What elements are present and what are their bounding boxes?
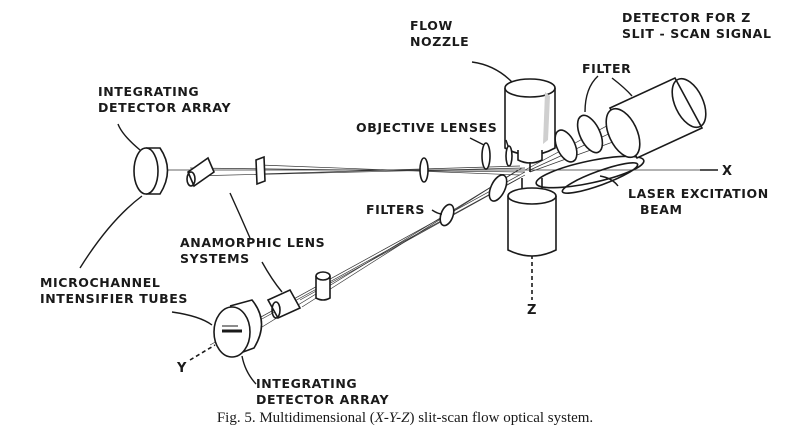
diagram-drawing: FLOW NOZZLE DETECTOR FOR Z SLIT - SCAN S… [40, 10, 772, 407]
top-detector-array [133, 147, 169, 195]
label-top-integrating-array: INTEGRATING DETECTOR ARRAY [98, 84, 231, 115]
label-objective-lenses: OBJECTIVE LENSES [356, 120, 497, 135]
label-systems: SYSTEMS [180, 251, 250, 266]
label-microchannel: MICROCHANNEL INTENSIFIER TUBES [40, 275, 188, 306]
label-filters: FILTERS [366, 202, 425, 217]
label-beam: BEAM [640, 202, 683, 217]
bottom-detector-array [213, 299, 263, 358]
label-flow-nozzle: FLOW NOZZLE [410, 18, 469, 49]
label-intensifier-tubes: INTENSIFIER TUBES [40, 291, 188, 306]
z-filters [554, 114, 604, 163]
label-microchannel-line1: MICROCHANNEL [40, 275, 160, 290]
x-anamorphic-lens [186, 155, 266, 188]
caption-axes: X-Y-Z [374, 410, 410, 426]
x-filter-lens [419, 157, 429, 183]
label-integrating-bottom: INTEGRATING [256, 376, 357, 391]
y-axis-line [189, 344, 216, 361]
y-axis-beam [209, 167, 526, 346]
figure-caption: Fig. 5. Multidimensional (X-Y-Z) slit-sc… [0, 410, 810, 427]
label-axis-x: X [722, 164, 732, 179]
y-filter-lens [439, 203, 455, 227]
laser-beam [535, 155, 645, 194]
label-filter: FILTER [582, 61, 631, 76]
label-detector-array-bottom: DETECTOR ARRAY [256, 392, 389, 407]
label-laser: LASER EXCITATION BEAM [628, 186, 769, 217]
caption-suffix: ) slit-scan flow optical system. [409, 410, 594, 426]
label-anamorphic-lens: ANAMORPHIC LENS [180, 235, 325, 250]
label-axis-z: Z [527, 303, 536, 318]
label-anamorphic: ANAMORPHIC LENS SYSTEMS [180, 235, 325, 266]
label-slit-scan-signal: SLIT - SCAN SIGNAL [622, 26, 772, 41]
label-detector-array: DETECTOR ARRAY [98, 100, 231, 115]
objective-lenses [481, 142, 513, 202]
z-detector [605, 76, 707, 160]
label-integrating: INTEGRATING [98, 84, 199, 99]
bottom-cylinder [507, 178, 557, 257]
label-nozzle: NOZZLE [410, 34, 469, 49]
flow-nozzle [504, 78, 556, 172]
label-detector-for-z: DETECTOR FOR Z [622, 10, 751, 25]
x-axis-beam [150, 164, 718, 177]
caption-prefix: Fig. 5. Multidimensional ( [216, 410, 375, 426]
label-laser-excitation: LASER EXCITATION [628, 186, 769, 201]
leader-lines [79, 61, 633, 385]
label-axis-y: Y [176, 361, 187, 376]
y-anamorphic-lens [266, 271, 331, 320]
label-bottom-integrating-array: INTEGRATING DETECTOR ARRAY [256, 376, 389, 407]
label-flow: FLOW [410, 18, 453, 33]
label-detector-z: DETECTOR FOR Z SLIT - SCAN SIGNAL [622, 10, 772, 41]
